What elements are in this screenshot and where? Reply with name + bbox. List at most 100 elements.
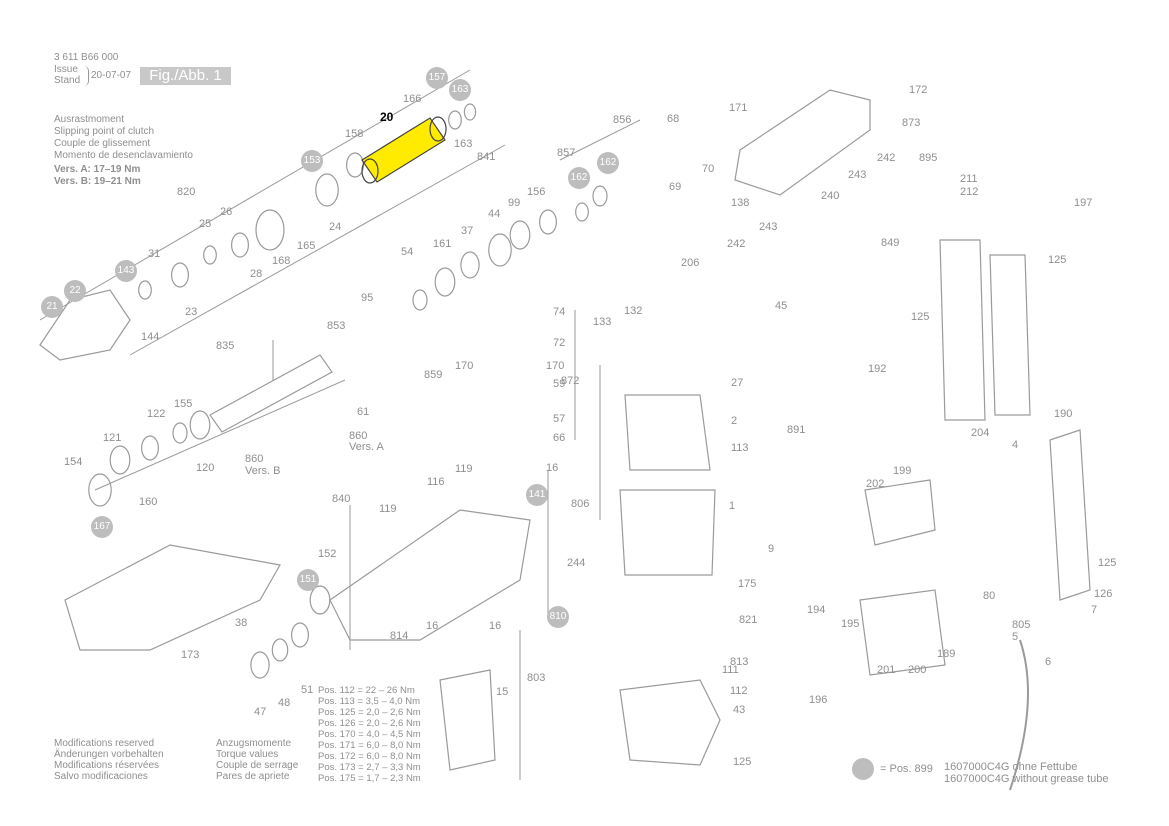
part-label-p243a: 243 <box>848 169 867 181</box>
part-label-p200: 200 <box>908 664 927 676</box>
ring-part <box>109 445 131 475</box>
ring-part <box>463 103 477 121</box>
part-label-p158: 158 <box>345 128 364 140</box>
part-label-p166: 166 <box>403 93 422 105</box>
callout-label-c21: 21 <box>46 301 58 312</box>
part-label-p857: 857 <box>557 147 576 159</box>
ring-part <box>509 220 531 250</box>
side-grip-part <box>1049 429 1091 601</box>
ring-part <box>250 651 270 679</box>
part-label-p15: 15 <box>496 686 509 698</box>
part-label-p172: 172 <box>909 84 928 96</box>
part-label-p805: 805 <box>1012 619 1031 631</box>
part-label-p54: 54 <box>401 246 414 258</box>
part-label-p16a: 16 <box>546 462 559 474</box>
torque-pos-171: Pos. 171 = 6,0 – 8,0 Nm <box>318 740 421 751</box>
part-label-p25: 25 <box>199 218 212 230</box>
part-label-p126: 126 <box>1094 588 1113 600</box>
callout-label-c143: 143 <box>117 265 135 276</box>
callout-label-c153: 153 <box>303 155 321 166</box>
part-label-p895: 895 <box>919 152 938 164</box>
legend-circle-icon <box>852 758 874 780</box>
callout-circle-c143 <box>115 260 137 282</box>
ring-part <box>171 262 190 288</box>
torque-label-de: Anzugsmomente <box>216 738 292 749</box>
part-label-p119b: 119 <box>379 503 397 515</box>
part-label-p242b: 242 <box>727 238 746 250</box>
part-label-p195: 195 <box>841 618 860 630</box>
part-label-p59: 59 <box>553 378 566 390</box>
part-label-p72: 72 <box>553 337 566 349</box>
part-label-p132: 132 <box>624 305 643 317</box>
part-drawings <box>39 89 1091 791</box>
part-label-p69: 69 <box>669 181 682 193</box>
ring-part <box>271 638 289 662</box>
part-label-p116: 116 <box>427 476 445 488</box>
part-label-p57: 57 <box>553 413 566 425</box>
figure-label: Fig./Abb. 1 <box>140 67 231 85</box>
ring-part <box>309 585 331 615</box>
torque-pos-175: Pos. 175 = 1,7 – 2,3 Nm <box>318 773 421 784</box>
callout-circle-c141 <box>526 484 548 506</box>
part-label-p190: 190 <box>1054 408 1073 420</box>
part-label-p27: 27 <box>731 377 744 389</box>
part-label-p111: 111 <box>722 664 739 676</box>
part-label-p16b: 16 <box>426 620 439 632</box>
legend-line-1: 1607000C4G ohne Fettube <box>944 761 1078 773</box>
part-label-p175a: 175 <box>738 578 757 590</box>
callout-label-c163: 163 <box>451 84 469 95</box>
part-label-p125b: 125 <box>911 311 930 323</box>
ring-part <box>460 251 480 279</box>
part-label-p125a: 125 <box>1048 254 1067 266</box>
highlighted-part-number: 20 <box>380 110 394 124</box>
clutch-note-en: Slipping point of clutch <box>54 126 155 137</box>
callout-circle-c22 <box>64 280 86 302</box>
part-label-p211: 211 <box>960 173 978 185</box>
part-label-p860b: Vers. B <box>245 465 281 477</box>
part-label-p24: 24 <box>329 221 342 233</box>
rear-cover-part <box>864 479 936 546</box>
part-label-p849: 849 <box>881 237 900 249</box>
ring-part <box>592 185 608 207</box>
part-label-p161: 161 <box>433 238 452 250</box>
part-label-p119a: 119 <box>455 463 473 475</box>
part-label-p160: 160 <box>139 496 158 508</box>
callout-label-c157: 157 <box>428 72 446 83</box>
part-label-p48: 48 <box>278 697 291 709</box>
ring-part <box>434 267 456 297</box>
ring-part <box>412 289 428 311</box>
callout-label-c141: 141 <box>528 489 546 500</box>
part-label-p23: 23 <box>185 306 198 318</box>
end-cap-part <box>619 679 721 766</box>
part-label-p70: 70 <box>702 163 715 175</box>
ring-part <box>488 233 512 267</box>
ring-part <box>255 209 285 251</box>
callout-label-c151: 151 <box>299 574 317 585</box>
stand-label: Stand <box>54 75 81 86</box>
highlighted-part-20 <box>361 117 446 183</box>
ring-part <box>172 422 188 444</box>
torque-pos-125: Pos. 125 = 2,0 – 2,6 Nm <box>318 707 421 718</box>
part-label-p835: 835 <box>216 340 235 352</box>
torque-pos-113: Pos. 113 = 3,5 – 4,0 Nm <box>318 696 421 707</box>
part-label-p243b: 243 <box>759 221 778 233</box>
highlighted-part-20-end <box>361 158 379 184</box>
part-label-p170a: 170 <box>455 360 474 372</box>
callout-label-c162a: 162 <box>599 157 617 168</box>
part-label-p873: 873 <box>902 117 921 129</box>
callout-circle-c162a <box>597 152 619 174</box>
callout-circle-c157 <box>426 67 448 89</box>
part-label-p1: 1 <box>729 500 736 512</box>
part-label-p5: 5 <box>1012 631 1019 643</box>
part-label-p7: 7 <box>1091 604 1098 616</box>
highlighted-part-20-end <box>429 116 447 142</box>
vibration-damper-part <box>859 589 946 676</box>
part-label-p144: 144 <box>141 331 160 343</box>
part-label-p6: 6 <box>1045 656 1052 668</box>
part-label-p204: 204 <box>971 427 990 439</box>
ring-part <box>538 209 557 235</box>
part-label-p856: 856 <box>613 114 632 126</box>
legend-pos: = Pos. 899 <box>880 763 933 775</box>
legend-line-2: 1607000C4G without grease tube <box>944 773 1109 785</box>
